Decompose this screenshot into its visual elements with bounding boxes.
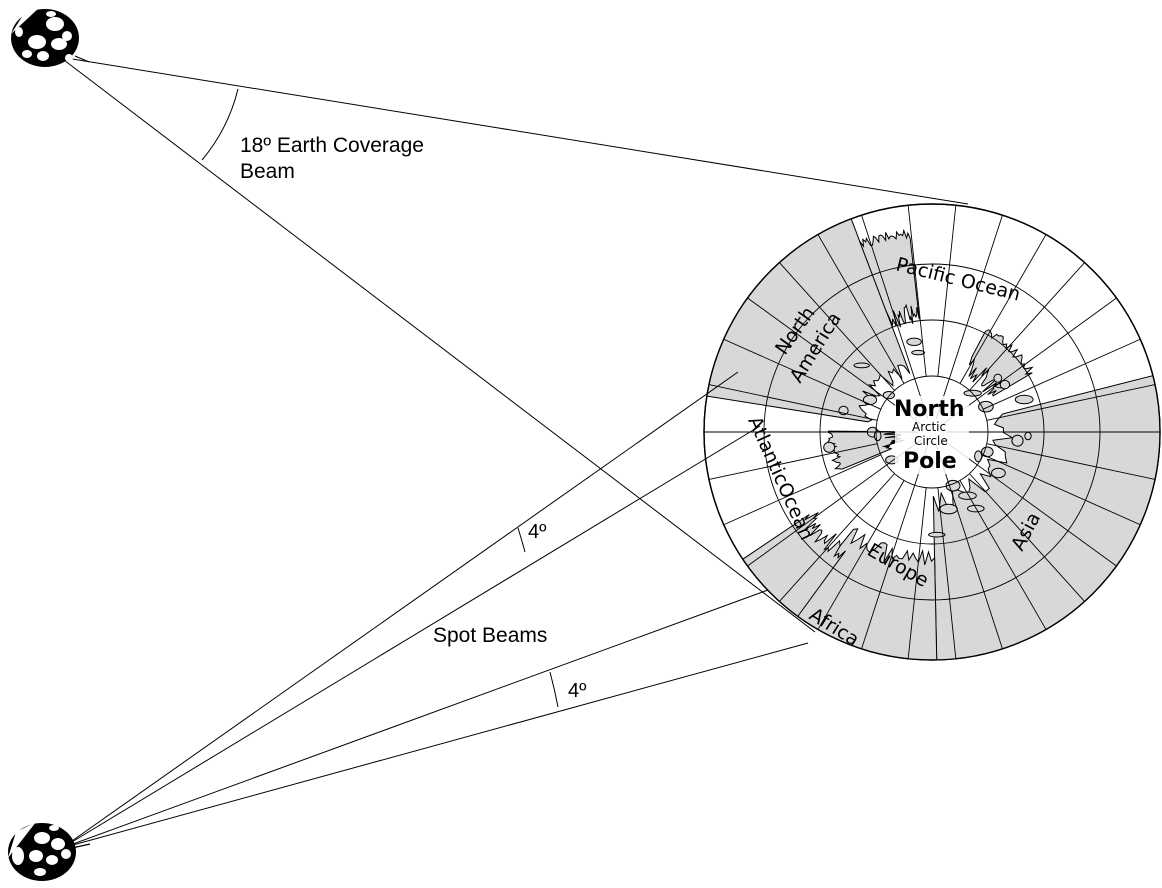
island bbox=[823, 441, 836, 453]
satellite-icon bbox=[8, 822, 91, 881]
spot-beam-1-lower bbox=[61, 425, 761, 849]
meridian-line bbox=[861, 445, 929, 649]
meridian-line bbox=[982, 454, 1141, 526]
island bbox=[939, 503, 958, 515]
earth-beam-label: 18º Earth Coverage bbox=[240, 134, 424, 157]
label-arctic-1: Arctic bbox=[912, 420, 946, 434]
meridian-line bbox=[982, 338, 1141, 410]
island bbox=[911, 349, 925, 356]
island bbox=[958, 491, 977, 500]
spot-beams-label: Spot Beams bbox=[433, 624, 547, 647]
meridian-line bbox=[969, 473, 1085, 602]
island bbox=[974, 450, 983, 463]
spot-beam-angle-label-upper: 4º bbox=[528, 521, 547, 543]
meridian-line bbox=[959, 480, 1047, 630]
label-north-pole-2: Pole bbox=[903, 449, 957, 474]
spot-beam-2-angle-arc bbox=[549, 671, 559, 708]
meridian-line bbox=[935, 445, 1003, 649]
island bbox=[928, 531, 946, 538]
meridian-line bbox=[779, 473, 895, 602]
meridian-line bbox=[959, 234, 1047, 384]
meridian-line bbox=[708, 443, 878, 480]
land-mass bbox=[968, 329, 1034, 397]
spot-beam-1-upper bbox=[61, 371, 739, 849]
meridian-line bbox=[907, 205, 927, 377]
island bbox=[1014, 394, 1034, 405]
spot-beams bbox=[61, 371, 809, 849]
meridian-line bbox=[943, 297, 1117, 425]
meridian-line bbox=[723, 338, 882, 410]
label-north-pole-1: North bbox=[894, 397, 965, 422]
island bbox=[945, 479, 961, 492]
meridian-line bbox=[723, 454, 882, 526]
island bbox=[999, 379, 1011, 390]
island bbox=[991, 467, 1006, 479]
meridian-line bbox=[986, 443, 1156, 480]
pole-label-backdrop bbox=[895, 396, 969, 474]
meridian-line bbox=[817, 480, 905, 630]
label-arctic-2: Circle bbox=[914, 434, 948, 448]
meridian-line bbox=[937, 487, 957, 659]
spot-beam-1-angle-arc bbox=[517, 527, 526, 553]
meridian-line bbox=[907, 487, 927, 659]
spot-beam-2-upper bbox=[61, 589, 769, 849]
meridian-line bbox=[747, 297, 921, 425]
island bbox=[1011, 434, 1024, 447]
meridian-line bbox=[969, 262, 1085, 391]
island bbox=[1024, 431, 1032, 441]
graticule-grid bbox=[704, 205, 1160, 659]
island bbox=[906, 337, 922, 346]
meridian-line bbox=[861, 215, 929, 419]
earth-beam-lower-edge bbox=[59, 56, 816, 633]
island bbox=[853, 362, 870, 369]
earth-coverage-beam bbox=[59, 56, 969, 633]
meridian-line bbox=[817, 234, 905, 384]
spot-beam-angle-label-lower: 4º bbox=[568, 680, 587, 702]
meridian-line bbox=[937, 205, 957, 377]
globe-outline bbox=[703, 203, 1161, 661]
island bbox=[978, 400, 994, 413]
meridian-line bbox=[779, 262, 895, 391]
earth-beam-angle-arc bbox=[201, 88, 239, 161]
earth-beam-label-line2: Beam bbox=[240, 160, 295, 183]
meridian-line bbox=[708, 384, 878, 421]
island bbox=[993, 373, 1003, 383]
spot-beam-2-lower bbox=[61, 642, 809, 849]
meridian-line bbox=[986, 384, 1156, 421]
meridian-line bbox=[943, 439, 1117, 567]
earth-beam-upper-edge bbox=[59, 56, 969, 205]
meridian-line bbox=[747, 439, 921, 567]
satellite-icon bbox=[11, 7, 90, 67]
island bbox=[862, 394, 878, 406]
meridian-line bbox=[935, 215, 1003, 419]
